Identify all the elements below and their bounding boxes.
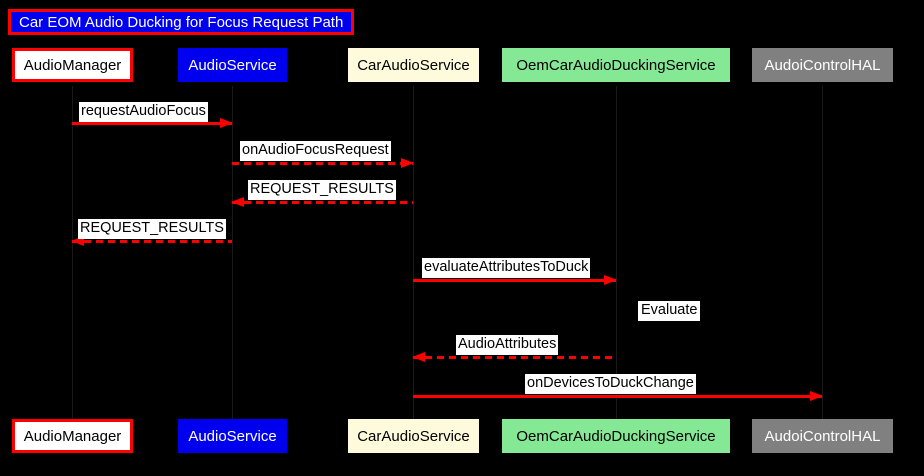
arrow-shaft <box>72 240 232 243</box>
message-arrow-request-results <box>71 236 232 246</box>
participant-label: CarAudioService <box>357 56 470 74</box>
arrow-shaft <box>72 122 232 125</box>
participant-label: AudioService <box>188 427 277 445</box>
note-label-evaluate: Evaluate <box>638 301 701 321</box>
participant-label: AudioManager <box>23 56 122 74</box>
arrow-shaft <box>232 201 413 204</box>
message-arrow-audioattributes <box>412 352 616 362</box>
arrow-shaft <box>413 395 822 398</box>
message-label: REQUEST_RESULTS <box>78 219 226 239</box>
participant-label: OemCarAudioDuckingService <box>516 427 716 445</box>
message-arrow-ondevicestoduckchange <box>413 391 823 401</box>
message-label: requestAudioFocus <box>79 102 208 122</box>
participant-label: AudoiControlHAL <box>764 427 881 445</box>
participant-header-audiomanager[interactable]: AudioManager <box>12 48 133 82</box>
participant-label: OemCarAudioDuckingService <box>516 56 716 74</box>
lifeline-audiomanager <box>72 86 73 419</box>
arrowhead-right-icon <box>401 158 414 168</box>
message-label: evaluateAttributesToDuck <box>422 258 591 278</box>
message-arrow-evaluateattributestoduck <box>413 275 617 285</box>
arrowhead-left-icon <box>71 236 84 246</box>
message-arrow-request-results <box>231 197 413 207</box>
arrow-shaft <box>232 162 413 165</box>
participant-label: AudioManager <box>23 427 122 445</box>
message-label: onDevicesToDuckChange <box>525 374 696 394</box>
arrow-shaft <box>413 279 616 282</box>
arrowhead-right-icon <box>604 275 617 285</box>
lifeline-caraudioservice <box>413 86 414 419</box>
participant-label: AudioService <box>188 56 277 74</box>
participant-header-audoicontrolhal[interactable]: AudoiControlHAL <box>752 48 893 82</box>
diagram-title-box: Car EOM Audio Ducking for Focus Request … <box>8 9 355 35</box>
participant-label: AudoiControlHAL <box>764 56 881 74</box>
arrowhead-right-icon <box>220 118 233 128</box>
participant-header-oemcaraudioduckingservice[interactable]: OemCarAudioDuckingService <box>502 48 730 82</box>
lifeline-oemcaraudioduckingservice <box>616 86 617 419</box>
participant-header-caraudioservice[interactable]: CarAudioService <box>348 48 479 82</box>
participant-footer-oemcaraudioduckingservice[interactable]: OemCarAudioDuckingService <box>502 419 730 453</box>
lifeline-audoicontrolhal <box>822 86 823 419</box>
message-arrow-onaudiofocusrequest <box>232 158 414 168</box>
arrow-shaft <box>413 356 616 359</box>
participant-footer-audoicontrolhal[interactable]: AudoiControlHAL <box>752 419 893 453</box>
message-arrow-requestaudiofocus <box>72 118 233 128</box>
participant-label: CarAudioService <box>357 427 470 445</box>
participant-footer-audiomanager[interactable]: AudioManager <box>12 419 133 453</box>
participant-header-audioservice[interactable]: AudioService <box>178 48 287 82</box>
arrowhead-right-icon <box>810 391 823 401</box>
participant-footer-audioservice[interactable]: AudioService <box>178 419 287 453</box>
diagram-title-text: Car EOM Audio Ducking for Focus Request … <box>19 13 344 31</box>
message-label: onAudioFocusRequest <box>240 141 391 161</box>
message-label: REQUEST_RESULTS <box>248 180 396 200</box>
participant-footer-caraudioservice[interactable]: CarAudioService <box>348 419 479 453</box>
arrowhead-left-icon <box>412 352 425 362</box>
arrowhead-left-icon <box>231 197 244 207</box>
message-label: AudioAttributes <box>456 335 559 355</box>
lifeline-audioservice <box>232 86 233 419</box>
